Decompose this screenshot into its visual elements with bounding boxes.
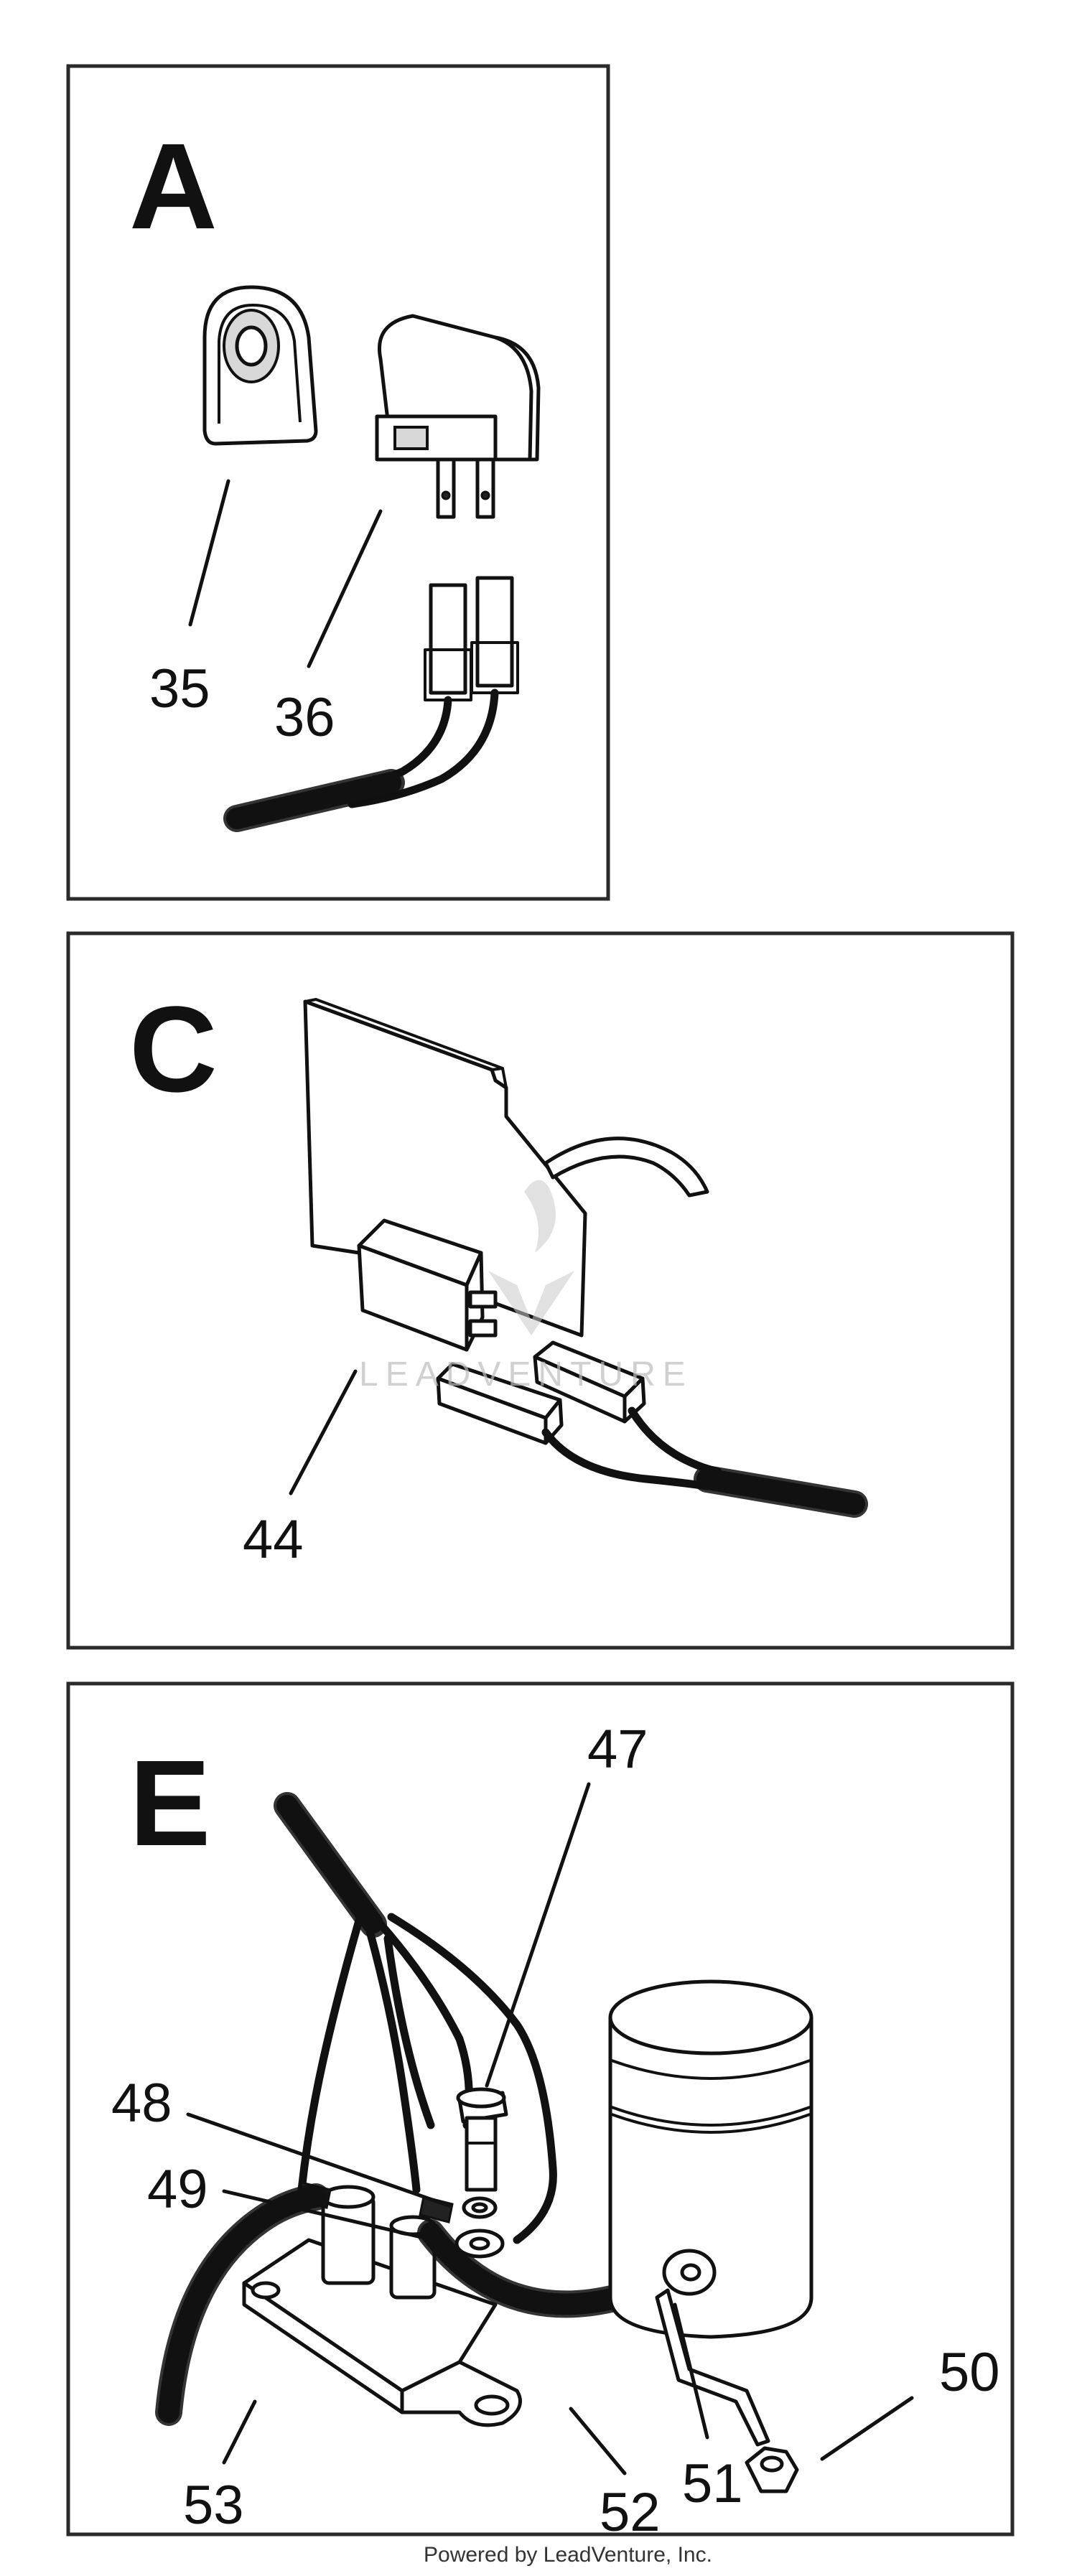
leader-44: [289, 1369, 358, 1495]
leader-51: [673, 2302, 709, 2440]
panel-c-letter: C: [129, 981, 218, 1118]
leader-50: [820, 2396, 914, 2461]
callout-52: 52: [600, 2482, 661, 2543]
part-44-harness[interactable]: [436, 1340, 868, 1518]
panel-a: A: [66, 64, 610, 901]
part-49-washer[interactable]: [454, 2229, 505, 2259]
callout-53: 53: [183, 2475, 244, 2536]
callout-35: 35: [149, 658, 210, 719]
callout-47: 47: [587, 1719, 648, 1780]
part-51-strap[interactable]: [655, 2249, 770, 2447]
watermark-text: LEADVENTURE: [359, 1355, 693, 1394]
panel-a-frame: [66, 64, 610, 901]
panel-c: C 44: [66, 931, 1015, 1650]
callout-44: 44: [243, 1509, 304, 1570]
part-47-bolt[interactable]: [456, 2087, 508, 2192]
part-arc-lever: [544, 1137, 709, 1198]
footer-credit: Powered by LeadVenture, Inc.: [424, 2543, 712, 2567]
callout-36: 36: [274, 687, 335, 748]
panel-a-letter: A: [129, 118, 218, 255]
callout-50: 50: [939, 2342, 1000, 2403]
panel-e: E: [66, 1681, 1015, 2543]
leader-48: [186, 2112, 451, 2208]
leader-36: [307, 509, 383, 668]
leader-52: [569, 2407, 627, 2475]
leader-49: [222, 2189, 451, 2246]
part-36-switch[interactable]: [375, 314, 541, 519]
panel-e-letter: E: [129, 1735, 210, 1872]
leader-35: [188, 479, 230, 627]
watermark-logo: LEADVENTURE: [359, 1180, 693, 1394]
part-36-harness[interactable]: [223, 576, 519, 832]
leader-47: [485, 1782, 591, 2088]
callout-49: 49: [147, 2159, 208, 2220]
part-50-nut[interactable]: [745, 2446, 799, 2493]
panel-e-frame: [66, 1681, 1015, 2537]
part-35-grommet[interactable]: [202, 285, 318, 446]
part-44-switch[interactable]: [357, 1218, 498, 1352]
callout-48: 48: [111, 2073, 172, 2134]
callout-51: 51: [682, 2453, 743, 2514]
part-48-lock-washer[interactable]: [462, 2196, 498, 2219]
leader-53: [222, 2399, 257, 2465]
part-capacitor: [608, 1979, 813, 2339]
